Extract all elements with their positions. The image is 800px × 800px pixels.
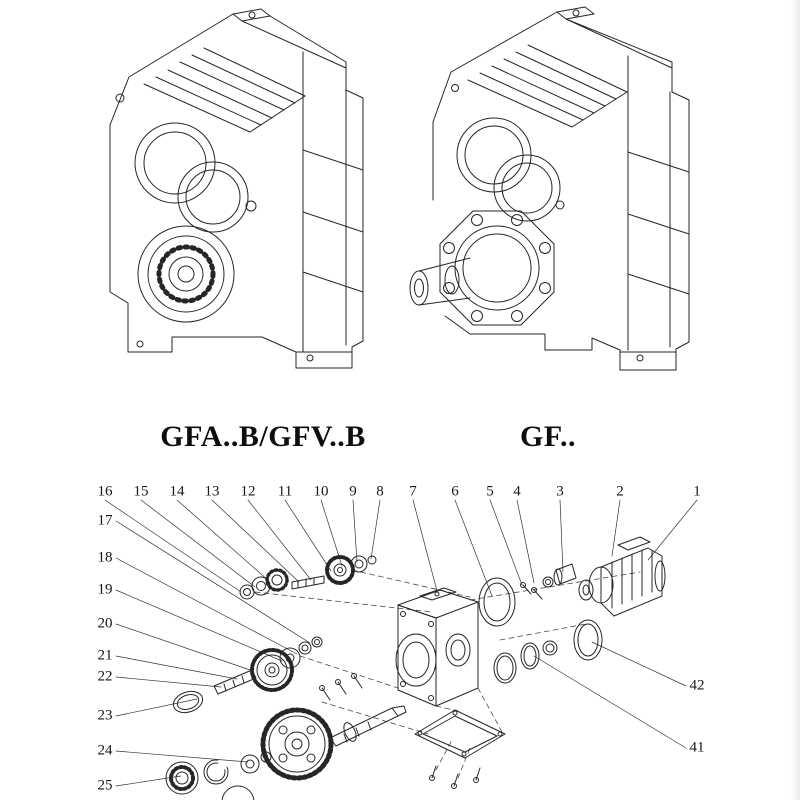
exploded-diagram [104,499,698,800]
motor [578,536,666,617]
output-gear-and-shaft [260,673,407,781]
model-label-gfab: GFA..B/GFV..B [160,420,366,453]
part-number-12: 12 [240,483,256,500]
part-number-24: 24 [97,742,113,759]
eyebolt-boss [232,8,271,22]
model-label-gf: GF.. [520,420,576,453]
part-number-11: 11 [277,483,293,500]
part-number-17: 17 [97,512,113,529]
eyebolt-boss [556,6,595,20]
part-number-14: 14 [169,483,185,500]
side-ribs [295,51,364,353]
bottom-bearing-parts [165,751,272,800]
fasteners-right [520,576,554,600]
gearbox-drawing-gfab [109,8,364,369]
part-number-8: 8 [376,483,384,500]
part-number-25: 25 [97,777,113,794]
part-number-9: 9 [349,483,357,500]
part-number-6: 6 [451,483,459,500]
part-number-19: 19 [97,581,113,598]
side-ribs [619,55,690,353]
part-number-10: 10 [313,483,329,500]
output-flange [439,210,555,326]
part-number-42: 42 [689,677,705,694]
part-number-4: 4 [513,483,521,500]
part-number-21: 21 [97,647,113,664]
gasket-ring [478,577,516,627]
output-shaft [409,257,471,306]
projection-lines [254,569,641,779]
part-number-22: 22 [97,668,113,685]
part-number-15: 15 [133,483,149,500]
gearbox-drawing-gf [409,6,690,371]
part-number-2: 2 [616,483,624,500]
part-number-23: 23 [97,707,113,724]
input-shaft-parts [239,555,377,600]
part-number-5: 5 [486,483,494,500]
part-number-13: 13 [204,483,220,500]
cooling-fins [143,47,306,133]
part-number-18: 18 [97,549,113,566]
part-number-1: 1 [693,483,701,500]
part-number-16: 16 [97,483,113,500]
gear-housing [395,587,479,707]
cover-plate [414,709,506,789]
part-number-41: 41 [689,739,705,756]
part-number-7: 7 [409,483,417,500]
input-bores [456,117,561,222]
input-bores [134,122,249,233]
cooling-fins [467,44,628,128]
coupling [553,563,577,586]
bearing-rings-right [493,619,603,684]
part-number-3: 3 [556,483,564,500]
part-number-20: 20 [97,615,113,632]
output-bearing [137,225,235,323]
intermediate-gear-cluster [172,636,323,714]
